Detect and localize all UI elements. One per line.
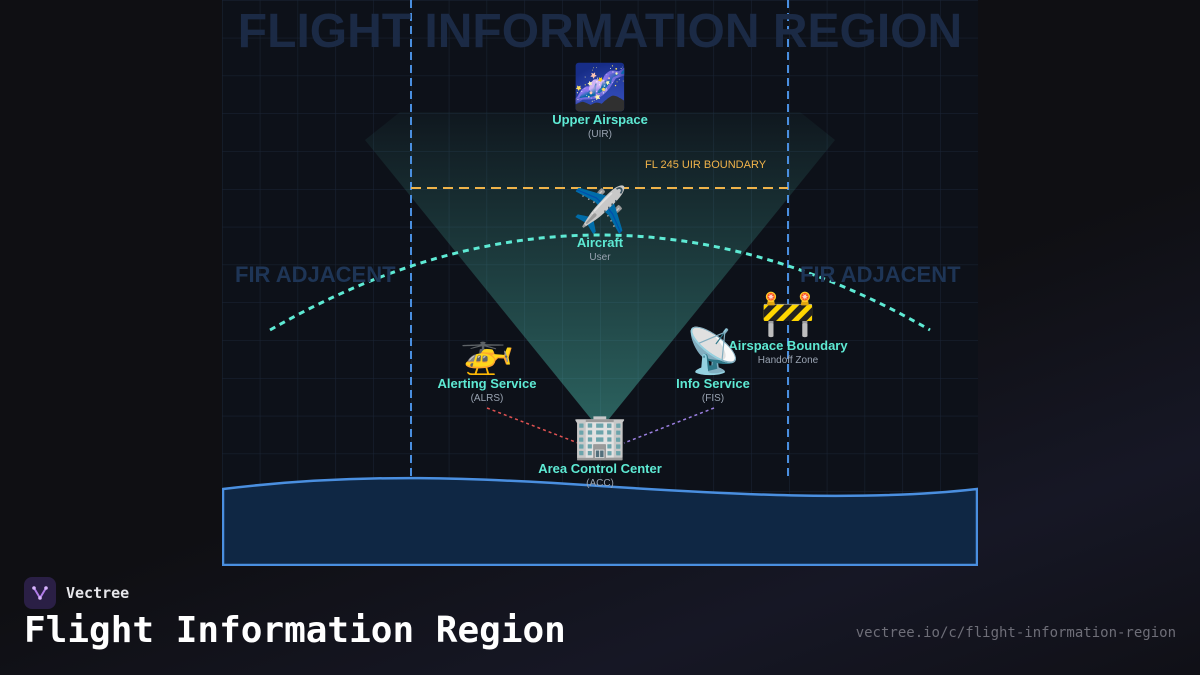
node-upper-airspace-sub: (UIR) — [588, 129, 612, 140]
alerting-link — [486, 407, 579, 444]
watermark-title: FLIGHT INFORMATION REGION — [237, 5, 963, 58]
node-aircraft: ✈️ Aircraft User — [573, 187, 628, 265]
fir-arc — [269, 233, 931, 332]
node-airspace-boundary-name: Airspace Boundary — [728, 338, 848, 353]
fir-adjacent-right-label: FIR ADJACENT — [800, 262, 961, 287]
node-aircraft-name: Aircraft — [576, 235, 624, 250]
node-area-control-center-sub: (ACC) — [586, 478, 614, 489]
node-alerting-service-name: Alerting Service — [437, 376, 537, 391]
fl245-boundary-label: FL 245 UIR BOUNDARY — [645, 159, 767, 171]
node-alerting-service: 🚁 Alerting Service (ALRS) — [438, 328, 537, 406]
ground-area — [222, 476, 978, 566]
vectree-logo-icon — [24, 577, 56, 609]
node-upper-airspace-name: Upper Airspace — [552, 112, 648, 127]
airplane-icon: ✈️ — [572, 186, 628, 235]
node-info-service: 📡 Info Service (FIS) — [676, 328, 750, 406]
page-url[interactable]: vectree.io/c/flight-information-region — [855, 625, 1176, 641]
fir-diagram: FLIGHT INFORMATION REGION FIR ADJACENT F… — [222, 0, 978, 566]
office-building-icon: 🏢 — [572, 412, 628, 461]
node-airspace-boundary-sub: Handoff Zone — [757, 355, 819, 366]
diagram-canvas — [222, 0, 978, 566]
brand[interactable]: Vectree — [24, 577, 129, 609]
satellite-dish-icon: 📡 — [685, 327, 741, 376]
node-area-control-center-name: Area Control Center — [538, 461, 662, 476]
node-upper-airspace: 🌌 Upper Airspace (UIR) — [552, 64, 648, 142]
construction-barrier-icon: 🚧 — [760, 289, 816, 338]
node-info-service-sub: (FIS) — [701, 393, 725, 404]
brand-name: Vectree — [66, 584, 130, 602]
node-info-service-name: Info Service — [676, 376, 750, 391]
node-airspace-boundary: 🚧 Airspace Boundary Handoff Zone — [728, 290, 847, 368]
helicopter-icon: 🚁 — [459, 327, 515, 376]
info-link — [623, 407, 715, 444]
node-area-control-center: 🏢 Area Control Center (ACC) — [538, 413, 662, 491]
milky-way-icon: 🌌 — [572, 63, 628, 112]
coverage-beam — [365, 112, 835, 430]
node-alerting-service-sub: (ALRS) — [470, 393, 504, 404]
page-title: Flight Information Region — [24, 610, 566, 651]
node-aircraft-sub: User — [589, 252, 611, 263]
fir-adjacent-left-label: FIR ADJACENT — [235, 262, 396, 287]
